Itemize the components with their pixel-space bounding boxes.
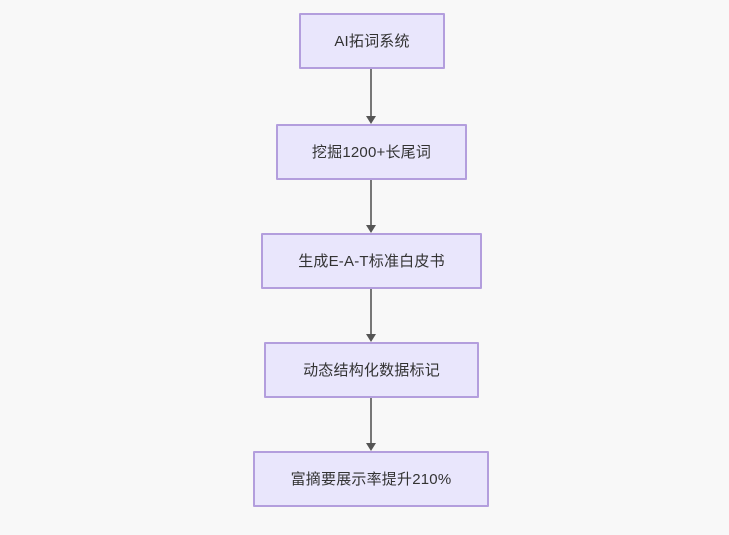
flow-node-rich-snippet-impression-lift[interactable]: 富摘要展示率提升210% xyxy=(253,451,489,507)
flow-node-label: 富摘要展示率提升210% xyxy=(290,470,452,488)
flow-node-label: 挖掘1200+长尾词 xyxy=(311,143,432,161)
flow-node-label: 动态结构化数据标记 xyxy=(303,361,440,379)
arrowhead-icon xyxy=(366,334,376,342)
edge-line xyxy=(370,69,372,116)
flow-node-label: 生成E-A-T标准白皮书 xyxy=(298,252,445,270)
flow-node-generate-eat-whitepaper[interactable]: 生成E-A-T标准白皮书 xyxy=(261,233,482,289)
flow-node-mine-longtail-keywords[interactable]: 挖掘1200+长尾词 xyxy=(276,124,467,180)
arrowhead-icon xyxy=(366,116,376,124)
arrowhead-icon xyxy=(366,443,376,451)
edge-line xyxy=(370,398,372,443)
flow-node-label: AI拓词系统 xyxy=(334,32,410,50)
edge-line xyxy=(370,289,372,334)
flow-node-dynamic-structured-data-markup[interactable]: 动态结构化数据标记 xyxy=(264,342,479,398)
edge-line xyxy=(370,180,372,225)
flow-node-ai-keyword-system[interactable]: AI拓词系统 xyxy=(299,13,445,69)
arrowhead-icon xyxy=(366,225,376,233)
